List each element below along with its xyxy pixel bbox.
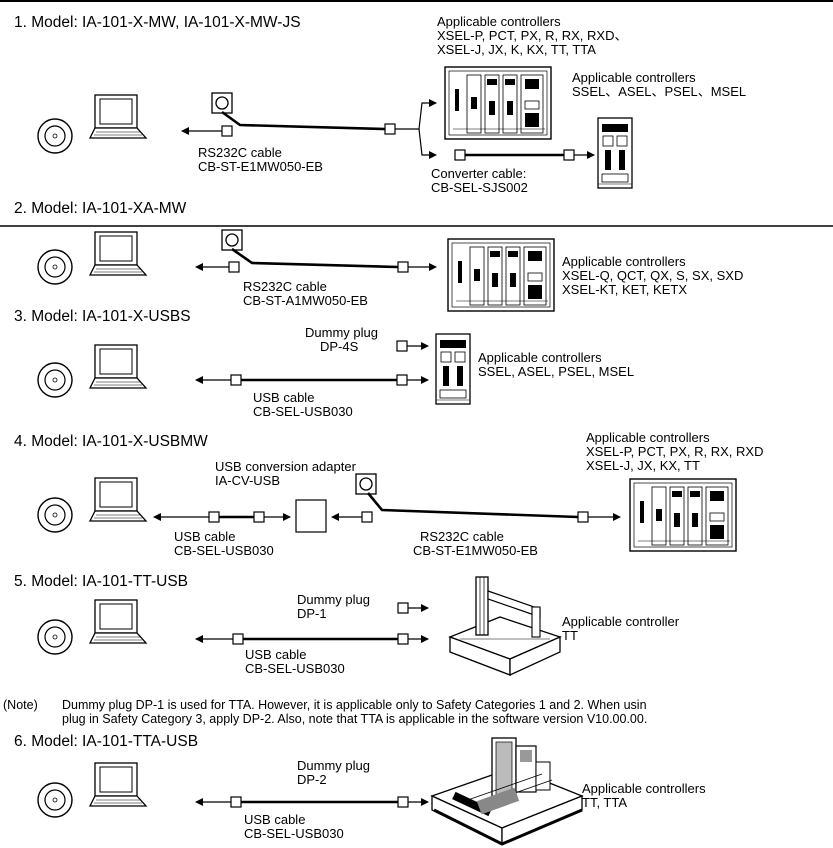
- cd-rom-icon: [37, 249, 73, 285]
- section-1: 1. Model: IA-101-X-MW, IA-101-X-MW-JS RS…: [14, 14, 746, 195]
- plug-model: DP-2: [297, 772, 327, 787]
- pc-end-connector: [230, 374, 242, 386]
- section-3-title: 3. Model: IA-101-X-USBS: [14, 308, 191, 325]
- controllers-line2: XSEL-J, JX, KX, TT: [586, 458, 700, 473]
- controllers-title: Applicable controllers: [437, 14, 561, 29]
- cable-label: RS232C cable: [420, 529, 504, 544]
- controllers-line2: XSEL-J, JX, K, KX, TT, TTA: [437, 42, 596, 57]
- section-2-title: 2. Model: IA-101-XA-MW: [14, 200, 187, 217]
- plug-label: Dummy plug: [305, 325, 378, 340]
- controller-end-connector: [397, 796, 409, 808]
- note: (Note) Dummy plug DP-1 is used for TTA. …: [3, 698, 647, 726]
- rs232c-connector-icon: [355, 473, 377, 495]
- laptop-icon: [89, 94, 147, 139]
- section-5: 5. Model: IA-101-TT-USB Dummy plug DP-1 …: [14, 573, 680, 676]
- usb-conversion-adapter: [295, 499, 327, 533]
- controllers2-line1: SSEL、ASEL、PSEL、MSEL: [572, 84, 746, 99]
- section-1-title: 1. Model: IA-101-X-MW, IA-101-X-MW-JS: [14, 14, 301, 31]
- rs232c-connector-icon: [211, 92, 233, 114]
- note-line1: Dummy plug DP-1 is used for TTA. However…: [62, 698, 647, 712]
- plug-model: DP-4S: [320, 339, 359, 354]
- controllers-title: Applicable controllers: [562, 254, 686, 269]
- robot-icon: [449, 576, 561, 676]
- cd-rom-icon: [37, 497, 73, 533]
- pc-end-connector: [221, 125, 233, 137]
- converter-start-connector: [454, 149, 466, 161]
- note-label: (Note): [3, 698, 38, 712]
- controller-end-connector: [397, 633, 409, 645]
- controllers-line1: XSEL-P, PCT, PX, R, RX, RXD: [586, 444, 763, 459]
- cable-model: CB-ST-A1MW050-EB: [243, 293, 368, 308]
- controller-icon: [597, 117, 633, 189]
- cable-label: USB cable: [245, 647, 306, 662]
- controllers-title: Applicable controllers: [586, 430, 710, 445]
- controllers-title: Applicable controller: [562, 614, 680, 629]
- plug-label: Dummy plug: [297, 592, 370, 607]
- converter-model: CB-SEL-SJS002: [431, 180, 528, 195]
- laptop-icon: [89, 344, 147, 389]
- cable-label: USB cable: [244, 812, 305, 827]
- laptop-icon: [89, 231, 147, 276]
- controllers2-title: Applicable controllers: [572, 70, 696, 85]
- pc-end-connector: [232, 633, 244, 645]
- plug-model: DP-1: [297, 606, 327, 621]
- controller-icon: [444, 66, 552, 140]
- cable-model: CB-ST-E1MW050-EB: [198, 159, 323, 174]
- usb-cable-model: CB-SEL-USB030: [174, 543, 274, 558]
- adapter-model: IA-CV-USB: [215, 473, 280, 488]
- rs232c-pc-connector: [361, 511, 373, 523]
- cable-model: CB-SEL-USB030: [245, 661, 345, 676]
- laptop-icon: [89, 762, 147, 807]
- controller-icon: [435, 333, 471, 405]
- cd-rom-icon: [37, 362, 73, 398]
- controllers-line1: SSEL, ASEL, PSEL, MSEL: [478, 364, 634, 379]
- controllers-line1: XSEL-P, PCT, PX, R, RX, RXD、: [437, 28, 627, 43]
- converter-end-connector: [563, 149, 575, 161]
- section-2: 2. Model: IA-101-XA-MW RS232C cable CB-S…: [0, 200, 833, 312]
- controller-end-connector: [397, 261, 409, 273]
- controller-end-connector: [577, 511, 589, 523]
- converter-label: Converter cable:: [431, 166, 526, 181]
- pc-end-connector: [208, 511, 220, 523]
- controllers-line1: TT: [562, 628, 578, 643]
- dummy-plug-connector: [396, 340, 408, 352]
- section-6-title: 6. Model: IA-101-TTA-USB: [14, 733, 198, 750]
- controller-icon: [629, 478, 737, 552]
- controller-end-connector: [384, 123, 396, 135]
- controllers-title: Applicable controllers: [478, 350, 602, 365]
- section-3: 3. Model: IA-101-X-USBS Dummy plug DP-4S…: [14, 308, 634, 419]
- pc-end-connector: [230, 796, 242, 808]
- cable-model: CB-SEL-USB030: [244, 826, 344, 841]
- cable-model: CB-SEL-USB030: [253, 404, 353, 419]
- section-4: 4. Model: IA-101-X-USBMW USB conversion …: [14, 430, 763, 558]
- section-5-title: 5. Model: IA-101-TT-USB: [14, 573, 188, 590]
- cable-label: USB cable: [253, 390, 314, 405]
- cd-rom-icon: [37, 619, 73, 655]
- controllers-line2: XSEL-KT, KET, KETX: [562, 282, 687, 297]
- robot-icon: [430, 736, 584, 846]
- cd-rom-icon: [37, 782, 73, 818]
- adapter-label: USB conversion adapter: [215, 459, 357, 474]
- cable-label: RS232C cable: [198, 145, 282, 160]
- section-6: 6. Model: IA-101-TTA-USB Dummy plug DP-2…: [14, 733, 706, 846]
- rs232c-connector-icon: [221, 229, 243, 251]
- note-line2: plug in Safety Category 3, apply DP-2. A…: [62, 712, 647, 726]
- cable-model: CB-ST-E1MW050-EB: [413, 543, 538, 558]
- section-4-title: 4. Model: IA-101-X-USBMW: [14, 433, 208, 450]
- adapter-side-connector: [253, 511, 265, 523]
- laptop-icon: [89, 477, 147, 522]
- pc-end-connector: [228, 261, 240, 273]
- usb-cable-label: USB cable: [174, 529, 235, 544]
- cd-rom-icon: [37, 118, 73, 154]
- controller-icon: [447, 238, 555, 312]
- plug-label: Dummy plug: [297, 758, 370, 773]
- dummy-plug-connector: [397, 602, 409, 614]
- cable-label: RS232C cable: [243, 279, 327, 294]
- laptop-icon: [89, 599, 147, 644]
- controllers-line1: XSEL-Q, QCT, QX, S, SX, SXD: [562, 268, 743, 283]
- controllers-line1: TT, TTA: [582, 795, 627, 810]
- controller-end-connector: [396, 374, 408, 386]
- controllers-title: Applicable controllers: [582, 781, 706, 796]
